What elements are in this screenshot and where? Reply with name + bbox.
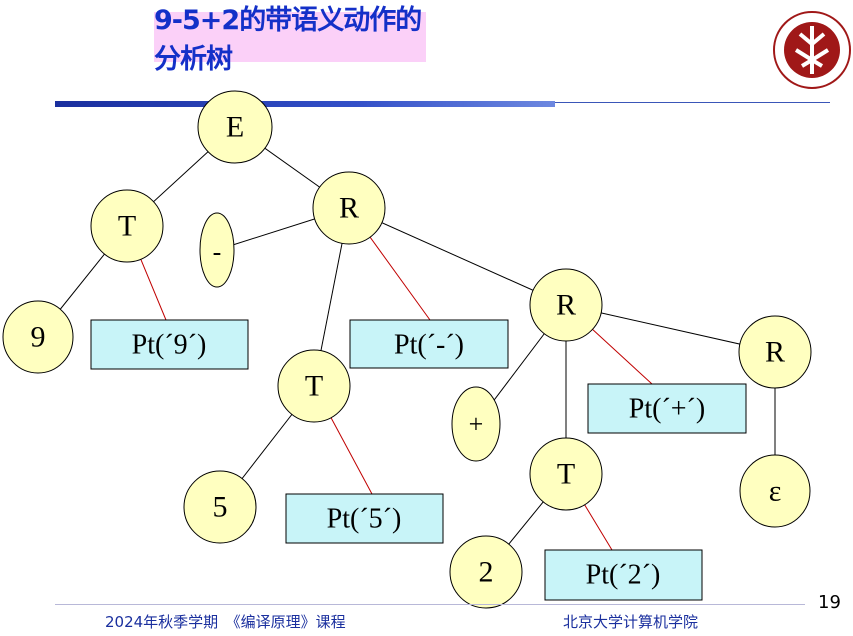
node-plus — [451, 386, 501, 462]
header-rule — [555, 102, 830, 103]
edge — [348, 207, 567, 306]
action-box — [587, 383, 747, 434]
node-R — [312, 171, 386, 245]
university-logo — [773, 11, 851, 89]
action-label: Pt(´+´) — [629, 394, 705, 425]
node-R — [738, 315, 812, 389]
node-label: 5 — [213, 491, 228, 524]
footer-rule — [55, 604, 805, 605]
node-R — [529, 268, 603, 342]
node-label: 2 — [479, 556, 494, 589]
title-box: 9-5+2的带语义动作的分析树 — [154, 5, 426, 75]
node-label: R — [339, 192, 359, 225]
node-label: R — [556, 289, 576, 322]
node-T — [90, 189, 164, 263]
node-label: T — [118, 210, 136, 243]
node-T — [277, 349, 351, 423]
action-label: Pt(´9´) — [132, 330, 207, 361]
node-epsilon — [739, 454, 811, 528]
node-label: T — [305, 370, 323, 403]
node-label: E — [226, 111, 244, 144]
action-box — [285, 493, 444, 544]
page-title: 9-5+2的带语义动作的分析树 — [154, 5, 422, 75]
node-5 — [183, 470, 257, 544]
node-9 — [2, 300, 74, 374]
footer-school: 北京大学计算机学院 — [563, 613, 699, 631]
node-2 — [449, 535, 523, 609]
node-label: + — [469, 410, 484, 439]
action-box — [90, 319, 249, 370]
node-label: - — [213, 238, 222, 267]
node-E — [197, 90, 273, 164]
node-label: ε — [769, 475, 782, 508]
node-label: 9 — [31, 321, 46, 354]
node-T — [529, 437, 603, 511]
action-label: Pt(´5´) — [327, 504, 402, 535]
page-number: 19 — [818, 592, 841, 613]
action-box — [544, 549, 703, 601]
node-label: T — [557, 458, 575, 491]
node-label: R — [765, 336, 785, 369]
header-bar — [55, 101, 555, 107]
action-label: Pt(´2´) — [586, 560, 661, 591]
footer-course: 2024年秋季学期 《编译原理》课程 — [105, 613, 346, 631]
action-box — [349, 319, 509, 369]
action-label: Pt(´-´) — [394, 330, 464, 361]
node-minus — [199, 212, 235, 288]
